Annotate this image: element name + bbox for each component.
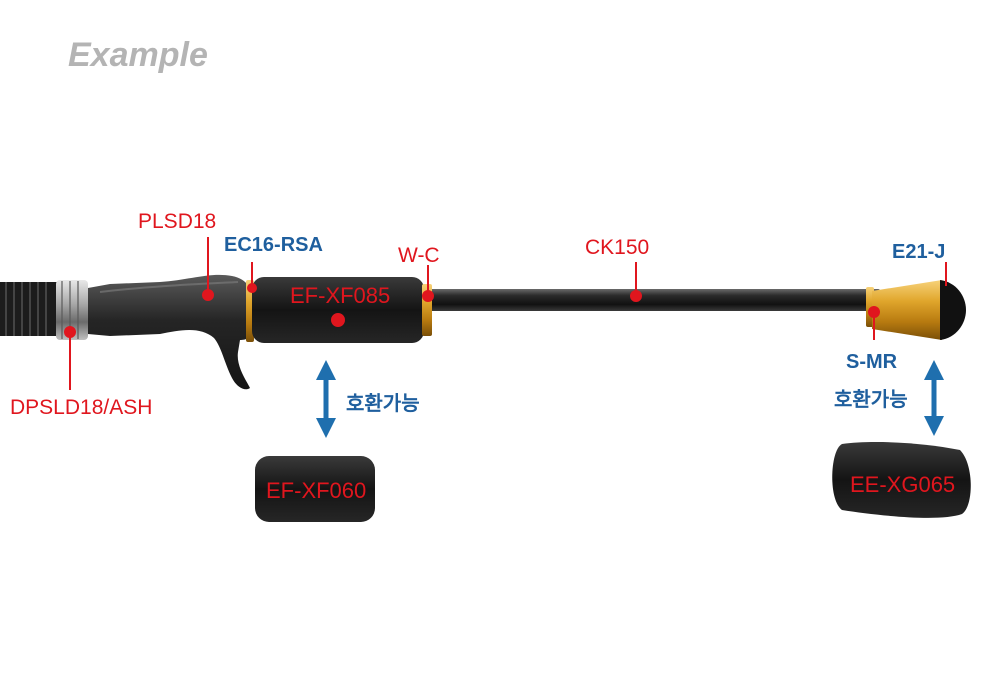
rod-blank [420,289,880,311]
reel-seat-ring [56,280,88,340]
label-ef-xf060: EF-XF060 [266,478,366,503]
page-title: Example [68,36,208,74]
end-cap-butt [940,280,966,340]
label-compat-right: 호환가능 [834,387,908,411]
label-dpsld18-ash: DPSLD18/ASH [10,396,152,419]
label-compat-left: 호환가능 [346,391,420,415]
fore-grip-ef-xf085 [252,277,424,343]
leader-lines [64,237,947,390]
label-ee-xg065: EE-XG065 [850,472,955,497]
label-w-c: W-C [398,244,440,267]
grip-ee-xg065 [832,442,971,518]
label-s-mr: S-MR [846,351,898,373]
reel-seat-thread [0,282,58,336]
label-ec16-rsa: EC16-RSA [224,234,323,256]
rod-assembly [0,274,966,390]
label-plsd18: PLSD18 [138,210,216,233]
label-e21-j: E21-J [892,241,945,263]
end-cap-gold [872,280,942,340]
grip-ef-xf060 [255,456,375,522]
label-ef-xf085: EF-XF085 [290,283,390,308]
label-ck150: CK150 [585,236,649,259]
reel-seat-body [88,274,252,390]
